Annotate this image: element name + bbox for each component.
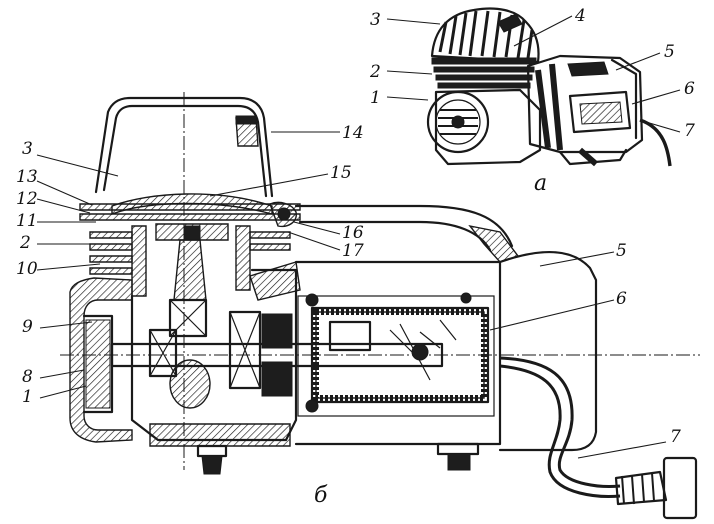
section-view: б 3 14 13 15 12 11 16 17 2 10 5 6 9 8 1 … <box>16 92 700 520</box>
label-b-motor: 5 <box>616 241 627 261</box>
label-b-fan: 1 <box>22 387 33 407</box>
label-a-motor: 5 <box>664 42 675 62</box>
label-b-gasket-11: 11 <box>16 211 38 231</box>
label-b-plate-17: 17 <box>342 241 364 261</box>
label-b-head-cover: 3 <box>22 139 33 159</box>
label-b-plate-12: 12 <box>16 189 38 209</box>
label-b-cylinder: 2 <box>19 233 31 253</box>
label-b-cable: 7 <box>670 427 681 447</box>
label-b-switch: 6 <box>616 289 627 309</box>
label-b-dome-15: 15 <box>330 163 352 183</box>
label-a-cylinder: 2 <box>369 62 381 82</box>
label-b-valve: 14 <box>342 123 364 143</box>
label-b-piston-10: 10 <box>16 259 38 279</box>
label-a-switch: 6 <box>684 79 695 99</box>
label-b-plate-13: 13 <box>16 167 38 187</box>
label-a-fan: 1 <box>370 88 381 108</box>
label-b-crankcase-9: 9 <box>22 317 33 337</box>
caption-view-a: а <box>534 171 547 196</box>
label-a-cylinder-head: 3 <box>370 10 381 30</box>
label-b-shaft-8: 8 <box>22 367 33 387</box>
label-a-cable: 7 <box>684 121 695 141</box>
caption-view-b: б <box>314 483 328 508</box>
label-a-valve: 4 <box>574 6 586 26</box>
label-b-valve-16: 16 <box>342 223 364 243</box>
external-view: а 3 4 2 1 5 6 7 <box>369 6 695 196</box>
